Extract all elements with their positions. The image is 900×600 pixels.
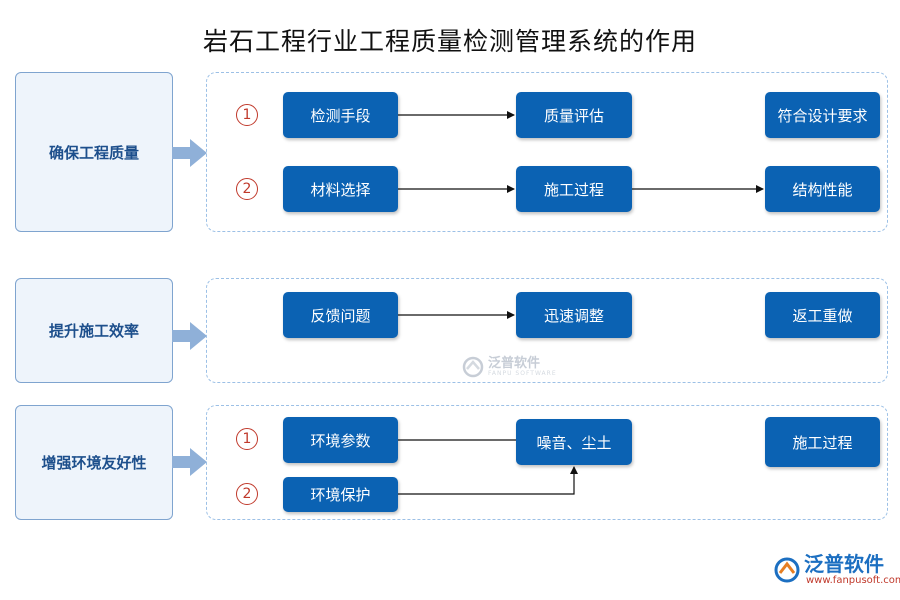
right-arrow-icon bbox=[172, 139, 207, 167]
group-environmental-friendliness bbox=[206, 405, 888, 520]
right-arrow-icon bbox=[172, 448, 207, 476]
category-environmental-friendliness: 增强环境友好性 bbox=[15, 405, 173, 520]
connector-arrow bbox=[398, 466, 578, 495]
node-environmental-protection: 环境保护 bbox=[283, 477, 398, 512]
node-quality-assessment: 质量评估 bbox=[516, 92, 632, 138]
node-rapid-adjustment: 迅速调整 bbox=[516, 292, 632, 338]
node-structural-performance: 结构性能 bbox=[765, 166, 880, 212]
node-construction-process: 施工过程 bbox=[516, 166, 632, 212]
node-meet-design-requirements: 符合设计要求 bbox=[765, 92, 880, 138]
node-environment-parameters: 环境参数 bbox=[283, 417, 398, 463]
node-construction-process-2: 施工过程 bbox=[765, 417, 880, 467]
watermark-subtitle: FANPU SOFTWARE bbox=[488, 369, 557, 377]
brand-logo: 泛普软件 www.fanpusoft.com bbox=[773, 553, 900, 586]
watermark: 泛普软件 FANPU SOFTWARE bbox=[462, 356, 557, 378]
category-ensure-quality: 确保工程质量 bbox=[15, 72, 173, 232]
node-detection-means: 检测手段 bbox=[283, 92, 398, 138]
marker-number: 1 bbox=[236, 104, 258, 126]
right-arrow-icon bbox=[172, 322, 207, 350]
brand-name: 泛普软件 bbox=[804, 552, 884, 576]
node-rework: 返工重做 bbox=[765, 292, 880, 338]
group-ensure-quality bbox=[206, 72, 888, 232]
category-improve-efficiency: 提升施工效率 bbox=[15, 278, 173, 383]
marker-number: 1 bbox=[236, 428, 258, 450]
node-feedback-issues: 反馈问题 bbox=[283, 292, 398, 338]
marker-number: 2 bbox=[236, 483, 258, 505]
node-noise-dust: 噪音、尘土 bbox=[516, 419, 632, 465]
group-improve-efficiency bbox=[206, 278, 888, 383]
brand-url: www.fanpusoft.com bbox=[806, 575, 900, 586]
marker-number: 2 bbox=[236, 178, 258, 200]
diagram-title: 岩石工程行业工程质量检测管理系统的作用 bbox=[202, 27, 697, 56]
watermark-name: 泛普软件 bbox=[488, 355, 541, 371]
fanpu-logo-icon bbox=[462, 356, 484, 378]
node-material-selection: 材料选择 bbox=[283, 166, 398, 212]
fanpu-logo-icon bbox=[774, 557, 800, 582]
